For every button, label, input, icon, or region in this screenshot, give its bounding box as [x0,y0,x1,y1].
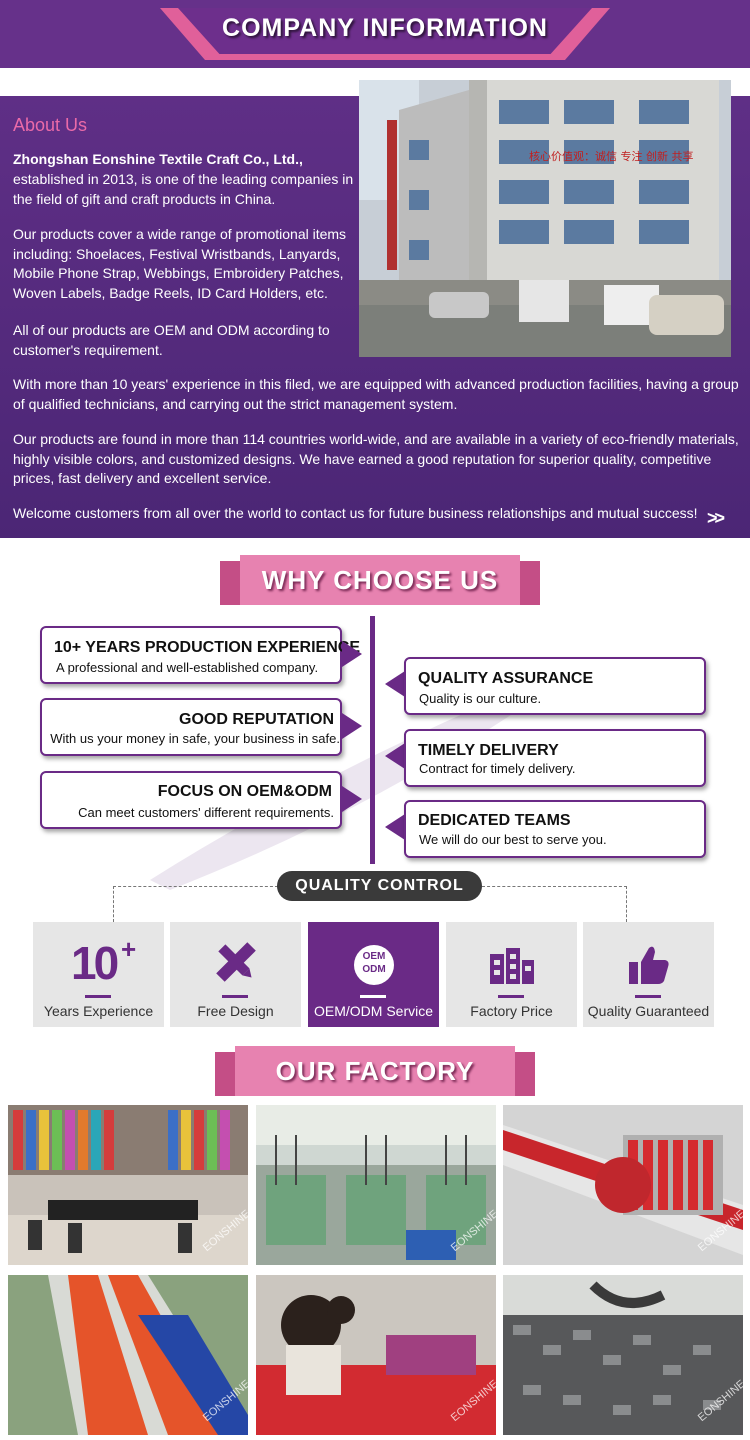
quality-control-label: QUALITY CONTROL [277,871,482,901]
qc-item-price: Factory Price [446,922,577,1027]
about-paragraph-1: established in 2013, is one of the leadi… [13,170,353,209]
card-experience: 10+ YEARS PRODUCTION EXPERIENCE A profes… [40,626,360,684]
header-tab [178,8,592,54]
text-line: All of our products are OEM and ODM acco… [13,322,330,338]
pencil-ruler-icon [216,942,256,982]
factory-photo-showroom: EONSHINE [8,1105,248,1265]
company-name: Zhongshan Eonshine Textile Craft Co., Lt… [13,151,303,167]
dashed-connector [113,886,278,887]
qc-item-design: Free Design [170,922,301,1027]
page-title: COMPANY INFORMATION [222,14,548,42]
plus-icon: + [121,934,137,964]
card-text: Can meet customers' different requiremen… [78,805,334,820]
divider [635,995,661,998]
qc-label: Quality Guaranteed [587,1003,710,1019]
card-heading: DEDICATED TEAMS [418,812,571,829]
card-dedicated-teams: DEDICATED TEAMS We will do our best to s… [404,800,706,858]
divider [85,995,111,998]
qc-label: OEM/ODM Service [313,1003,433,1019]
banner-fold-left [220,561,240,605]
qc-item-oem: OEM ODM OEM/ODM Service [308,922,439,1027]
about-paragraph-2: Our products cover a wide range of promo… [13,225,346,303]
text-line: Our products cover a wide range of promo… [13,226,347,242]
ten-plus-icon: 10 [71,937,119,989]
qc-label: Factory Price [470,1003,553,1019]
card-timely-delivery: TIMELY DELIVERY Contract for timely deli… [404,729,706,787]
text-line: highly visible colors, and customized de… [13,450,712,467]
dashed-connector [626,886,627,922]
card-reputation: GOOD REPUTATION With us your money in sa… [40,698,342,756]
card-heading: 10+ YEARS PRODUCTION EXPERIENCE [54,639,361,656]
qc-label: Free Design [197,1003,274,1019]
card-text: With us your money in safe, your busines… [50,731,340,746]
pointer-right-icon [342,786,362,812]
pointer-left-icon [385,814,405,840]
company-building-photo: 核心价值观：诚信 专注 创新 共享 [359,80,731,357]
about-paragraph-3: All of our products are OEM and ODM acco… [13,321,330,360]
banner-fold-right [520,561,540,605]
about-paragraph-5: Our products are found in more than 114 … [13,430,750,489]
about-paragraph-6: Welcome customers from all over the worl… [13,505,698,521]
thumbs-up-icon [629,946,669,984]
why-choose-title: WHY CHOOSE US [261,565,499,595]
pointer-right-icon [342,641,362,667]
text-line: Woven Labels, Badge Reels, ID Card Holde… [13,284,328,301]
text-line: the field of gift and craft products in … [13,190,276,207]
about-paragraph-4: With more than 10 years' experience in t… [13,375,750,414]
divider [498,995,524,998]
card-oem-odm: FOCUS ON OEM&ODM Can meet customers' dif… [40,771,342,829]
text-line: Mobile Phone Strap, Webbings, Embroidery… [13,265,344,281]
factory-photo-weaving: EONSHINE [256,1105,496,1265]
badge-text: OEM [362,951,386,962]
banner-fold-left [215,1052,235,1096]
text-line: With more than 10 years' experience in t… [13,376,739,392]
factory-photo-printed-webbing: EONSHINE [8,1275,248,1435]
pointer-right-icon [342,713,362,739]
card-text: A professional and well-established comp… [56,660,319,675]
badge-text: ODM [362,964,386,975]
text-line: including: Shoelaces, Festival Wristband… [13,245,341,262]
timeline-line [370,616,375,864]
about-heading: About Us [13,115,88,135]
why-choose-banner: WHY CHOOSE US [220,555,540,605]
card-heading: TIMELY DELIVERY [418,742,559,759]
qc-item-years: 10 + Years Experience [33,922,164,1027]
text-line: prices, fast delivery and excellent serv… [13,470,272,486]
pointer-left-icon [385,671,405,697]
card-text: We will do our best to serve you. [419,832,607,847]
divider [360,995,386,998]
divider [222,995,248,998]
banner-fold-right [515,1052,535,1096]
card-text: Contract for timely delivery. [419,761,576,776]
pointer-left-icon [385,743,405,769]
card-heading: QUALITY ASSURANCE [418,670,594,687]
card-quality-assurance: QUALITY ASSURANCE Quality is our culture… [404,657,706,715]
double-chevron-right-icon[interactable]: >> [707,508,725,528]
dashed-connector [113,886,114,922]
building-sign: 核心价值观：诚信 专注 创新 共享 [529,149,694,163]
card-text: Quality is our culture. [419,691,542,706]
text-line: Our products are found in more than 114 … [13,431,739,447]
our-factory-title: OUR FACTORY [275,1056,475,1086]
qc-label: Years Experience [43,1003,154,1019]
card-heading: FOCUS ON OEM&ODM [157,783,332,800]
factory-photo-webbing-line: EONSHINE [503,1105,743,1265]
text-line: customer's requirement. [13,341,163,358]
text-line: of qualified technicians, and carrying o… [13,395,458,412]
factory-photo-hooks: EONSHINE [503,1275,743,1435]
oem-odm-badge-icon: OEM ODM [354,945,394,985]
factory-photo-workers: EONSHINE [256,1275,496,1435]
dashed-connector [482,886,627,887]
our-factory-banner: OUR FACTORY [215,1046,535,1096]
text-line: established in 2013, is one of the leadi… [13,171,354,187]
qc-item-guaranteed: Quality Guaranteed [583,922,714,1027]
card-heading: GOOD REPUTATION [179,711,334,728]
factory-icon [490,948,534,984]
